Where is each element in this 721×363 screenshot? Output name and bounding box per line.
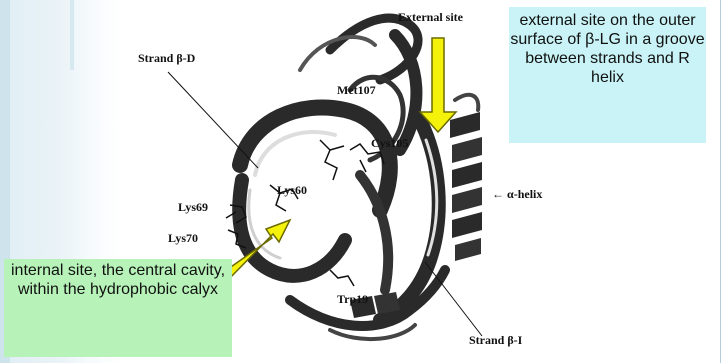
label-trp19: Trp19	[337, 292, 368, 306]
slide-decor-bar	[70, 0, 74, 70]
label-met107: Met107	[337, 83, 376, 97]
external-site-arrow	[420, 38, 456, 132]
label-strand-bi: Strand β-I	[469, 333, 523, 347]
label-lys60: Lys60	[277, 183, 307, 197]
label-cys105: Cys105	[371, 136, 408, 150]
internal-site-callout: internal site, the central cavity, withi…	[4, 259, 232, 357]
label-alpha-helix: ← α-helix	[492, 187, 542, 201]
external-site-callout: external site on the outer surface of β-…	[509, 7, 706, 143]
label-strand-bd: Strand β-D	[138, 51, 196, 65]
ribbon-helix-link	[455, 95, 478, 110]
label-external-site: External site	[398, 10, 464, 24]
alpha-helix-ribbon	[450, 112, 482, 261]
ribbon-strand-d-highlight	[255, 132, 335, 175]
label-lys70: Lys70	[168, 231, 198, 245]
label-lys69: Lys69	[178, 200, 208, 214]
leader-strand-d	[168, 72, 258, 168]
leader-strand-i	[425, 262, 482, 336]
